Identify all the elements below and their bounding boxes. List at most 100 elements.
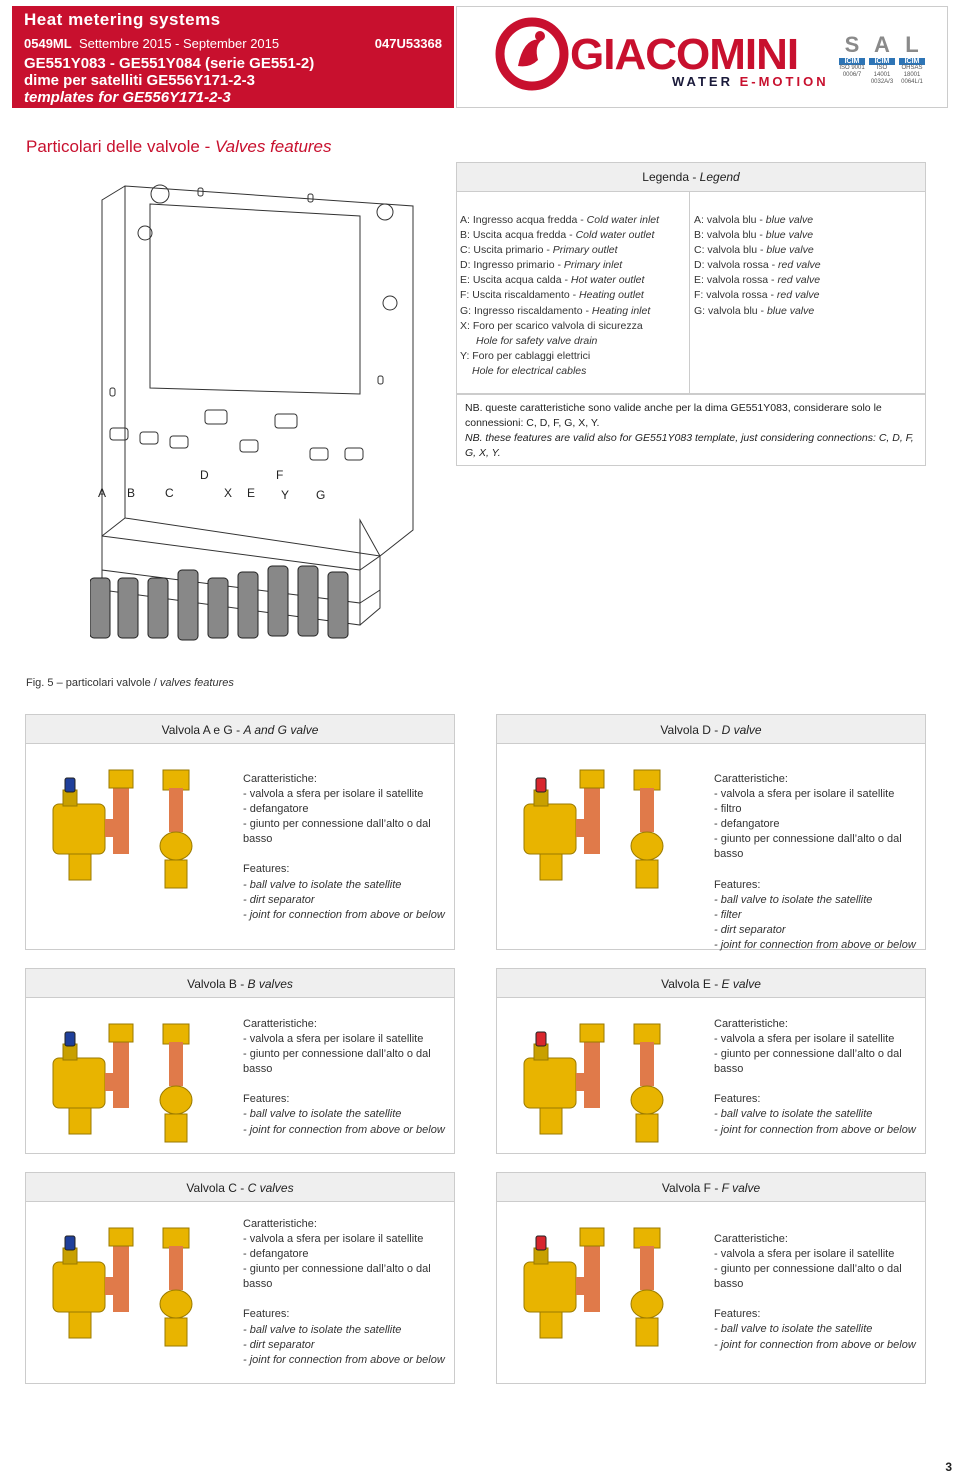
characteristic-item: basso (243, 1063, 273, 1076)
valve-illustration-icon (523, 1227, 664, 1347)
valve-card-title: Valvola F - F valve (496, 1172, 926, 1202)
doc-models: GE551Y083 - GE551Y084 (serie GE551-2) (24, 55, 315, 72)
valve-card-body (496, 998, 926, 1154)
feature-item: - joint for connection from above or bel… (243, 1123, 445, 1136)
logo-panel (456, 6, 948, 108)
figure-caption: Fig. 5 – particolari valvole / valves fe… (26, 677, 234, 689)
section-title-it: Particolari delle valvole - (26, 137, 215, 156)
characteristic-item: basso (714, 848, 744, 861)
feature-item: - joint for connection from above or bel… (714, 1123, 916, 1136)
characteristic-item: basso (714, 1063, 744, 1076)
cert-num: 0064L/1 (901, 79, 923, 85)
valve-card-title: Valvola B - B valves (25, 968, 455, 998)
valve-illustration-icon (52, 1227, 193, 1347)
diagram-label-b: B (127, 486, 136, 500)
legend-head-it: Legenda - (642, 170, 700, 184)
valve-card-title: Valvola A e G - A and G valve (25, 714, 455, 744)
legend-item: G: Ingresso riscaldamento - Heating inle… (460, 304, 651, 317)
legend-item: Hole for safety valve drain (476, 334, 598, 347)
characteristic-item: - giunto per connessione dall’alto o dal (714, 1048, 902, 1061)
characteristic-item: - defangatore (243, 803, 309, 816)
cert-letter: A (874, 32, 890, 57)
valve-card-title: Valvola D - D valve (496, 714, 926, 744)
legend-item: Hole for electrical cables (472, 364, 587, 377)
legend-item: B: valvola blu - blue valve (694, 229, 814, 242)
cert-iso: ISO 9001 (839, 65, 865, 71)
characteristic-item: - valvola a sfera per isolare il satelli… (714, 1033, 895, 1046)
valve-features-text: Caratteristiche: - valvola a sfera per is… (714, 1017, 919, 1138)
feature-item: - ball valve to isolate the satellite (714, 1108, 873, 1121)
brand-tagline: WATER E-MOTION (672, 74, 829, 89)
feature-item: - ball valve to isolate the satellite (714, 893, 873, 906)
feature-item: - dirt separator (243, 1338, 315, 1351)
legend-body (456, 192, 926, 394)
feature-item: - joint for connection from above or bel… (243, 1353, 445, 1366)
characteristics-heading: Caratteristiche: (243, 773, 317, 785)
feature-item: - joint for connection from above or bel… (243, 908, 445, 921)
legend-item: Y: Foro per cablaggi elettrici (460, 349, 591, 362)
legend-item: X: Foro per scarico valvola di sicurezza (460, 319, 643, 332)
characteristic-item: - giunto per connessione dall’alto o dal (714, 1263, 902, 1276)
valve-features-text: Caratteristiche:- valvola a sfera per is… (243, 1217, 448, 1368)
characteristic-item: - defangatore (243, 1248, 309, 1261)
doc-subtitle-it: dime per satelliti GE556Y171-2-3 (24, 72, 255, 89)
characteristic-item: - defangatore (714, 818, 780, 831)
feature-item: - dirt separator (243, 893, 315, 906)
valve-card-title: Valvola C - C valves (25, 1172, 455, 1202)
diagram-label-x: X (224, 486, 233, 500)
diagram-label-g: G (316, 488, 326, 502)
characteristics-heading: Caratteristiche: (714, 773, 788, 785)
doc-date: Settembre 2015 - September 2015 (78, 36, 280, 51)
section-title: Particolari delle valvole - Valves featu… (26, 137, 332, 157)
diagram-label-e: E (247, 486, 256, 500)
valve-card-body (496, 744, 926, 950)
cert-a: A ICIM ISO 14001 0032A/3 (869, 32, 895, 86)
legend-item: F: Uscita riscaldamento - Heating outlet (460, 289, 644, 302)
valve-card-body (25, 1202, 455, 1384)
legend-header: Legenda - Legend (456, 162, 926, 192)
characteristic-item: basso (243, 1278, 273, 1291)
cert-letter: S (844, 32, 860, 57)
valve-card-title: Valvola E - E valve (496, 968, 926, 998)
valve-features-text: Caratteristiche: - valvola a sfera per is… (714, 772, 919, 953)
legend-item: E: valvola rossa - red valve (694, 274, 821, 287)
characteristic-item: - giunto per connessione dall’alto o dal (714, 833, 902, 846)
feature-item: - ball valve to isolate the satellite (243, 878, 402, 891)
diagram-label-y: Y (281, 488, 290, 502)
characteristics-heading: Caratteristiche: (243, 1018, 317, 1030)
nb-note-en: NB. these features are valid also for GE… (465, 432, 914, 460)
characteristic-item: - valvola a sfera per isolare il satelli… (714, 788, 895, 801)
diagram-label-c: C (165, 486, 174, 500)
features-heading: Features: (714, 1093, 761, 1106)
characteristics-heading: Caratteristiche: (714, 1233, 788, 1245)
diagram-label-f: F (276, 468, 284, 482)
nb-note: NB. queste caratteristiche sono valide a… (456, 394, 926, 466)
cert-letter: L (905, 32, 919, 57)
legend-item: G: valvola blu - blue valve (694, 304, 815, 317)
characteristic-item: - filtro (714, 803, 742, 816)
valve-illustration-icon (523, 769, 664, 889)
valve-card-body (25, 744, 455, 950)
brand-mark-icon (495, 17, 569, 91)
cert-iso: ISO 14001 (873, 65, 891, 78)
legend-item: A: valvola blu - blue valve (694, 214, 814, 226)
valve-features-text: Caratteristiche:- valvola a sfera per is… (243, 772, 448, 923)
cert-icim: ICIM (869, 58, 895, 65)
legend-right-list: A: valvola blu - blue valve B: valvola b… (694, 213, 922, 319)
doc-code-row: 0549ML Settembre 2015 - September 2015 0… (24, 36, 442, 51)
cert-num: 0006/7 (842, 72, 862, 78)
tagline-water: WATER (672, 74, 740, 89)
legend-item: D: valvola rossa - red valve (694, 259, 821, 272)
doc-category: Heat metering systems (12, 6, 454, 32)
section-title-en: Valves features (214, 137, 332, 156)
legend-item: A: Ingresso acqua fredda - Cold water in… (460, 214, 660, 226)
valve-illustration-icon (523, 1023, 664, 1143)
characteristic-item: basso (243, 833, 273, 846)
doc-code: 0549ML (24, 36, 72, 51)
feature-item: - ball valve to isolate the satellite (243, 1323, 402, 1336)
characteristics-heading: Caratteristiche: (714, 1018, 788, 1030)
legend-item: D: Ingresso primario - Primary inlet (460, 259, 623, 272)
tagline-emotion: E-MOTION (739, 74, 829, 89)
cert-icim: ICIM (839, 58, 865, 65)
cert-iso: OHSAS 18001 (901, 65, 923, 78)
